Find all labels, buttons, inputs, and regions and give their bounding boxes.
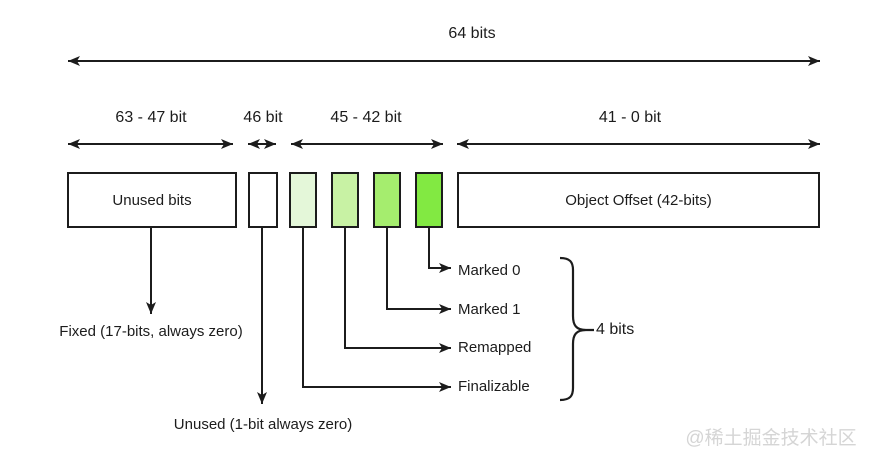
object-offset-box: Object Offset (42-bits) bbox=[457, 172, 820, 228]
flag-label-finalizable: Finalizable bbox=[458, 378, 530, 395]
remapped-bit-box bbox=[331, 172, 359, 228]
unused-bit-annotation: Unused (1-bit always zero) bbox=[173, 416, 353, 433]
connector-finalizable bbox=[302, 228, 451, 392]
connector-remapped bbox=[344, 228, 451, 353]
four-bits-group-label: 4 bits bbox=[596, 321, 635, 338]
total-bits-label: 64 bits bbox=[448, 25, 496, 42]
range-label-46: 46 bit bbox=[243, 109, 283, 126]
connector-marked1 bbox=[386, 228, 451, 314]
flag-label-remapped: Remapped bbox=[458, 339, 532, 356]
range-label-41-0: 41 - 0 bit bbox=[598, 109, 662, 126]
brace-4bits bbox=[559, 256, 594, 402]
marked1-bit-box bbox=[373, 172, 401, 228]
connector-marked0 bbox=[428, 228, 451, 273]
finalizable-bit-box bbox=[289, 172, 317, 228]
range-label-45-42: 45 - 42 bit bbox=[330, 109, 402, 126]
flag-label-marked1: Marked 1 bbox=[458, 301, 521, 318]
marked0-bit-box bbox=[415, 172, 443, 228]
bit46-box bbox=[248, 172, 278, 228]
watermark: @稀土掘金技术社区 bbox=[685, 428, 857, 449]
fixed-annotation: Fixed (17-bits, always zero) bbox=[59, 323, 243, 340]
range-label-63-47: 63 - 47 bit bbox=[115, 109, 187, 126]
unused-bits-box: Unused bits bbox=[67, 172, 237, 228]
flag-label-marked0: Marked 0 bbox=[458, 262, 521, 279]
